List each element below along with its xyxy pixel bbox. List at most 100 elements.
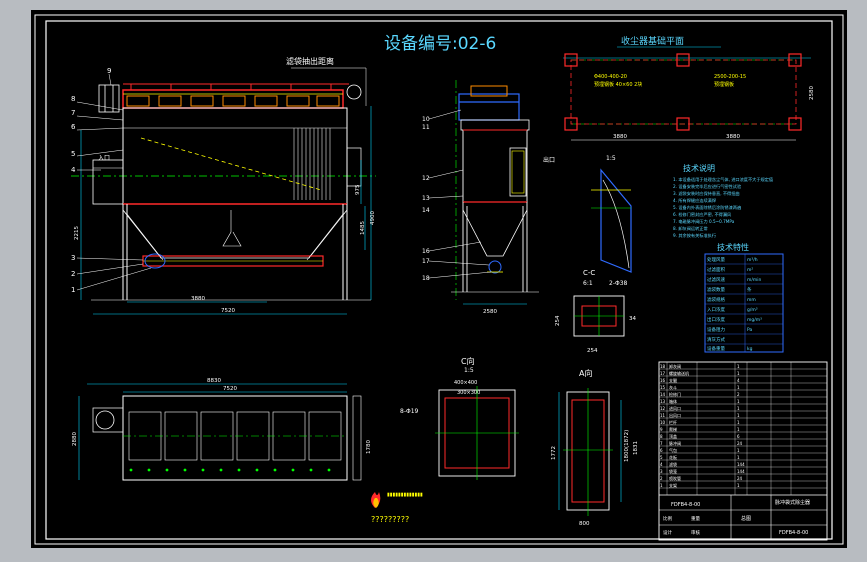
bom-name: 箱体	[669, 398, 677, 404]
cc-scale: 6:1	[583, 280, 593, 287]
dim-front-overall: 7520	[221, 308, 235, 314]
bom-qty: 1	[737, 399, 740, 404]
part-8: 8	[71, 95, 75, 103]
bom-qty: 1	[737, 413, 740, 418]
part-3: 3	[71, 254, 75, 262]
bom-no: 1	[660, 483, 663, 488]
bom-name: 喷吹管	[669, 475, 681, 481]
dim-front-height2: 2215	[74, 226, 80, 240]
bom-no: 15	[660, 385, 666, 390]
detail-view: 1:5	[591, 155, 632, 273]
found-note-2: 预埋钢板 40×60 2块	[594, 81, 642, 88]
dim-found-depth: 2580	[809, 86, 815, 100]
inner-frame	[45, 20, 833, 540]
bom-no: 5	[660, 455, 663, 460]
part-14: 14	[422, 207, 430, 214]
bom-name: 花板	[669, 454, 677, 460]
spec-unit: m²	[747, 268, 753, 273]
bom-no: 12	[660, 406, 666, 411]
bom-no: 17	[660, 371, 666, 376]
spec-unit: g/m³	[747, 307, 758, 313]
bom-no: 9	[660, 427, 663, 432]
detail-scale: 1:5	[606, 155, 616, 162]
tech-note-1: 1. 本设备适用于处理含尘气体, 进口浓度不大于规定值	[673, 176, 773, 183]
bom-name: 灰斗	[669, 384, 677, 390]
tech-spec-title: 技术特性	[717, 242, 749, 252]
view-c: C向 1:5 400×400 300×300 8-Φ19	[400, 356, 519, 480]
bom-name: 出风口	[669, 412, 681, 418]
bom-name: 爬梯	[669, 426, 677, 432]
part-9: 9	[107, 67, 111, 75]
spec-unit: m³/h	[747, 257, 758, 263]
cc-holes: 2-Φ38	[609, 280, 628, 287]
tech-spec-table: 技术特性 处理风量 过滤面积 过滤风速 滤袋数量 滤袋规格 入口浓度 出口浓度 …	[704, 242, 784, 353]
part-11: 11	[422, 124, 430, 131]
dim-found-b: 3880	[726, 134, 740, 140]
bom-no: 11	[660, 413, 666, 418]
note-filter-bag: 滤袋抽出距离	[286, 56, 334, 66]
bom-no: 14	[660, 392, 666, 397]
spec-unit: kg	[747, 346, 753, 352]
spec-unit: 条	[747, 286, 752, 293]
drawing-canvas[interactable]: 设备编号:02-6	[31, 10, 847, 548]
bom-name: 顶盖	[669, 433, 677, 439]
bom-name: 支腿	[669, 377, 677, 383]
bom-qty: 24	[737, 441, 743, 446]
spec-unit: mm	[747, 298, 756, 303]
bom-no: 16	[660, 378, 666, 383]
dim-plan-overall: 8830	[207, 378, 221, 384]
spec-label: 设备重量	[707, 345, 725, 352]
tech-note-4: 4. 所有焊缝应连续满焊	[673, 197, 717, 204]
spec-unit: m/min	[747, 277, 762, 283]
spec-label: 滤袋规格	[707, 296, 725, 303]
bom-qty: 24	[737, 476, 743, 481]
bom-no: 7	[660, 441, 663, 446]
part-1: 1	[71, 286, 75, 294]
bom-name: 进风口	[669, 405, 681, 411]
bom-qty: 1	[737, 427, 740, 432]
outlet-label: 出口	[543, 156, 555, 164]
title-block-number: FDFB4-8-00	[671, 502, 700, 508]
bom-name: 滤袋	[669, 461, 677, 467]
bom-name: 支架	[669, 482, 677, 488]
outer-frame	[34, 14, 844, 545]
dim-front-975: 975	[355, 184, 361, 195]
found-note-4: 预埋钢板	[714, 81, 734, 88]
bom-no: 13	[660, 399, 666, 404]
cad-drawing: 设备编号:02-6	[34, 14, 844, 545]
logo-text: ▮▮▮▮▮▮▮▮▮▮▮▮▮	[387, 492, 423, 498]
bom-name: 螺旋输送机	[669, 370, 689, 376]
tech-note-9: 9. 其余按有关标准执行	[673, 232, 716, 239]
bom-name: 气包	[669, 447, 677, 453]
dim-cc-34: 34	[629, 316, 636, 322]
dim-front-inner: 3880	[191, 296, 205, 302]
title-block-scale: 比例	[663, 515, 672, 522]
bom-qty: 144	[737, 469, 745, 474]
hole-label-c: 8-Φ19	[400, 408, 419, 415]
dim-front-1485: 1485	[360, 221, 366, 235]
bom-name: 袋笼	[669, 468, 677, 474]
bom-no: 4	[660, 462, 663, 467]
spec-label: 过滤风速	[707, 276, 725, 283]
part-18: 18	[422, 275, 430, 282]
front-view: 7520 3880 4900 2215 975 1485 滤袋抽出距离 入口	[71, 56, 376, 315]
title-block-design: 设计	[663, 529, 672, 536]
tech-note-6: 6. 检修门密封应严密, 不得漏风	[673, 211, 732, 218]
bom-no: 10	[660, 420, 666, 425]
bom-name: 脉冲阀	[669, 440, 681, 446]
drawing-number: FDFB4-8-00	[779, 530, 808, 536]
found-note-1: Φ400-400-20	[594, 74, 627, 80]
tech-note-2: 2. 设备安装完毕后应进行气密性试验	[673, 183, 742, 190]
bom-qty: 6	[737, 434, 740, 439]
part-17: 17	[422, 258, 430, 265]
dim-plan-depth: 2880	[72, 432, 78, 446]
tech-note-7: 7. 电磁脉冲阀压力 0.5~0.7MPa	[673, 218, 735, 225]
bom-qty: 1	[737, 364, 740, 369]
part-4: 4	[71, 166, 76, 174]
spec-unit: Pa	[747, 327, 753, 333]
company-logo: ▮▮▮▮▮▮▮▮▮▮▮▮▮	[371, 492, 423, 508]
view-c-scale: 1:5	[464, 367, 474, 374]
tech-req-title: 技术说明	[683, 163, 715, 173]
plan-view: 8830 7520 2880	[72, 378, 372, 481]
